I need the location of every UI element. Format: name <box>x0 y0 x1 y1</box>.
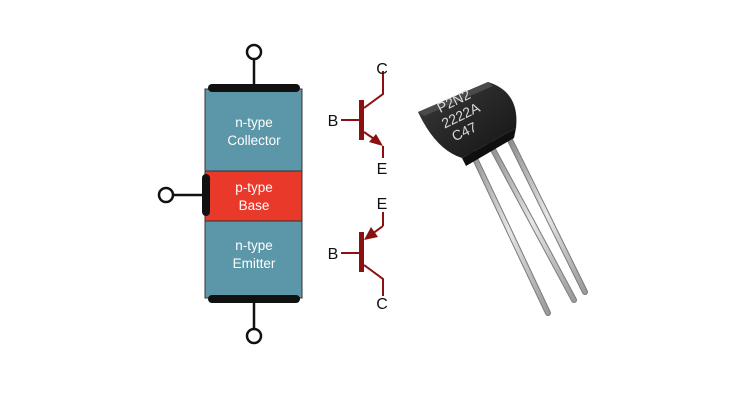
transistor-legs <box>467 135 588 316</box>
collector-terminal <box>208 43 300 92</box>
collector-name-label: Collector <box>227 133 281 148</box>
collector-type-label: n-type <box>235 115 273 130</box>
collector-layer <box>204 88 303 172</box>
emitter-terminal <box>208 295 300 345</box>
package-marking: P2N2 2222A C47 <box>434 86 483 144</box>
transistor-body <box>418 82 517 158</box>
to92-transistor-photo: P2N2 2222A C47 <box>418 82 588 316</box>
pnp-collector-label: C <box>376 296 388 313</box>
emitter-layer <box>204 220 303 299</box>
pnp-base-label: B <box>328 246 339 263</box>
base-layer <box>204 170 303 222</box>
npn-symbol: C B E <box>328 61 388 178</box>
emitter-type-label: n-type <box>235 238 273 253</box>
npn-emitter-label: E <box>377 161 388 178</box>
emitter-name-label: Emitter <box>233 256 276 271</box>
pnp-symbol: E B C <box>328 196 388 313</box>
npn-collector-label: C <box>376 61 388 78</box>
npn-base-label: B <box>328 113 339 130</box>
base-terminal <box>157 174 210 216</box>
base-type-label: p-type <box>235 180 273 195</box>
base-name-label: Base <box>239 198 270 213</box>
pnp-emitter-label: E <box>377 196 388 213</box>
semiconductor-block: n-type Collector p-type Base n-type Emit… <box>157 43 303 345</box>
